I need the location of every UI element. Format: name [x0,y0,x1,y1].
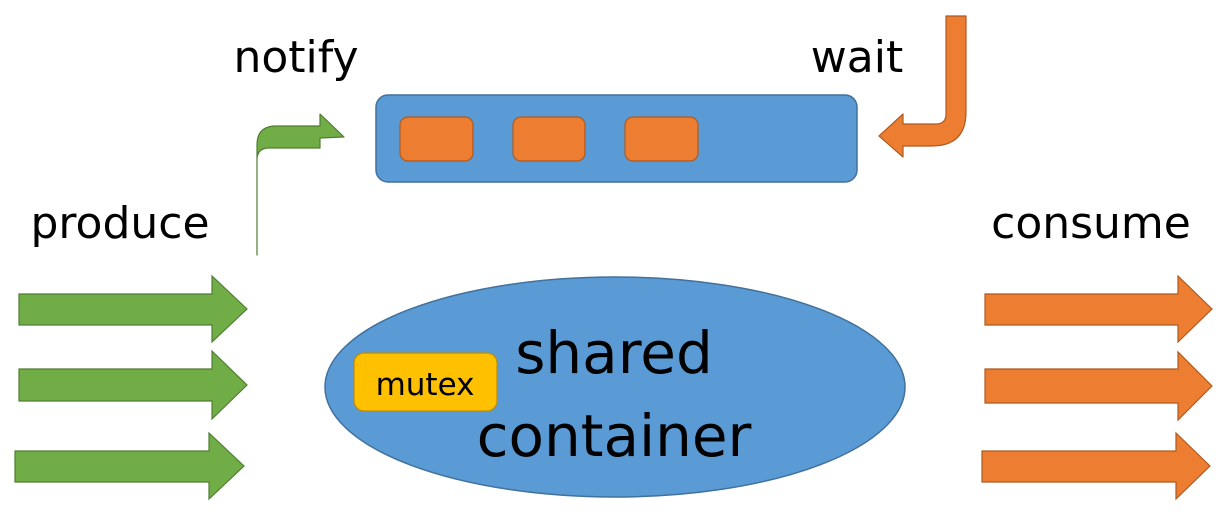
producer-arrows [14,274,248,501]
queue-bar [375,94,858,183]
shared-container [324,276,906,498]
mutex-label: mutex [376,367,475,403]
consumer-arrows [981,274,1213,501]
queue-item [624,116,699,162]
produce-arrow [18,349,248,421]
consume-label: consume [991,198,1191,249]
produce-label: produce [30,198,209,249]
produce-arrow [14,431,245,501]
wait-label: wait [811,32,903,83]
notify-label: notify [233,32,358,83]
consume-arrow [981,431,1211,501]
consume-arrow [984,274,1213,344]
mutex-badge [353,352,498,412]
queue-item [399,116,474,162]
shared-container-label-line2: container [477,402,752,470]
wait-arrow [878,15,967,158]
wait-queue [375,94,858,183]
consume-arrow [984,350,1213,422]
queue-item [512,116,586,162]
notify-arrow [256,113,345,256]
shared-container-label-line1: shared [515,319,713,387]
produce-arrow [18,274,248,344]
